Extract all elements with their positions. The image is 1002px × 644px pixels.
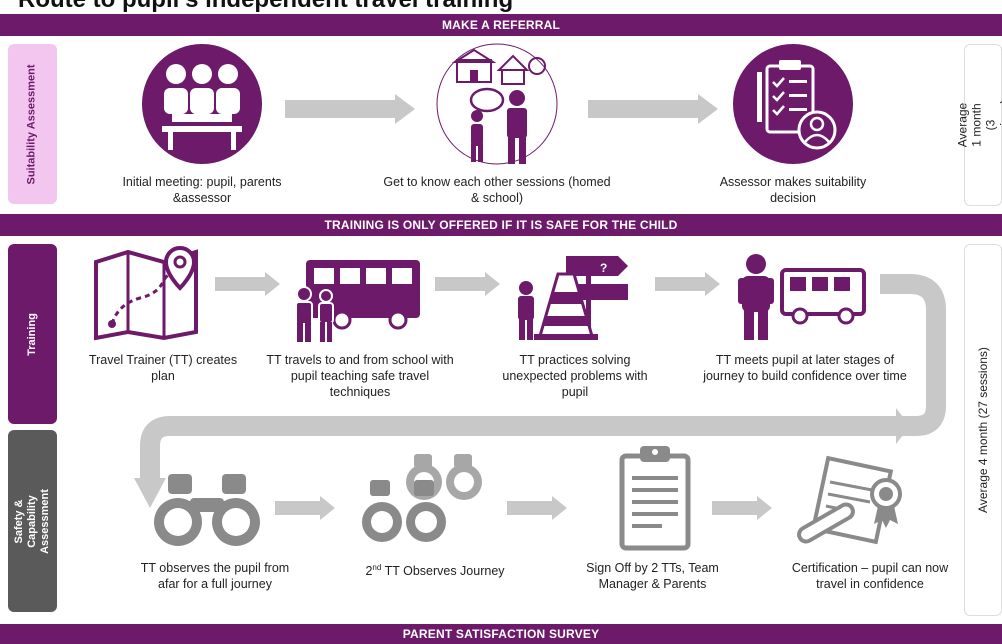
school-home-people-icon [436, 43, 558, 165]
arrow-row3-c [712, 496, 772, 520]
step-get-to-know: Get to know each other sessions (homed &… [383, 175, 611, 205]
step-suitability-decision: Assessor makes suitability decision [719, 175, 867, 205]
binoculars-icon [154, 474, 260, 546]
stage-suitability-label: Suitability Assessment [8, 44, 57, 204]
duration-first-box: Average 1 month (3 sessions) [955, 44, 1002, 206]
stage-training-label: Training [8, 244, 57, 424]
step-sign-off: Sign Off by 2 TTs, Team Manager & Parent… [586, 561, 719, 591]
stage-safety-label: Safety & Capability Assessment [8, 430, 57, 612]
step-second-number: 2 [365, 564, 373, 579]
arrow-row1-a [285, 94, 415, 124]
banner-make-referral: MAKE A REFERRAL [0, 14, 1002, 36]
stage-suitability-text: Suitability Assessment [26, 63, 38, 185]
uturn-connector-arrow [134, 274, 946, 508]
arrow-row2-b [435, 272, 500, 296]
banner-satisfaction-survey: PARENT SATISFACTION SURVEY [0, 624, 1002, 644]
step-certification: Certification – pupil can now travel in … [791, 561, 949, 591]
pupil-bus-icon [738, 254, 866, 340]
arrow-row1-b [588, 94, 718, 124]
step-second-observes: 2nd TT Observes Journey [340, 560, 530, 579]
arrow-row3-a [275, 496, 335, 520]
arrow-row3-b [507, 496, 567, 520]
signpost-cone-icon: ? [518, 256, 628, 340]
arrow-row2-c [655, 272, 720, 296]
step-observes-afar: TT observes the pupil from afar for a fu… [140, 561, 290, 591]
arrow-row2-a [215, 272, 280, 296]
meeting-icon [142, 44, 262, 164]
clipboard-signoff-icon [619, 446, 691, 551]
step-builds-confidence: TT meets pupil at later stages of journe… [703, 353, 907, 383]
step-initial-meeting: Initial meeting: pupil, parents &assesso… [122, 175, 282, 205]
banner-safety-notice: TRAINING IS ONLY OFFERED IF IT IS SAFE F… [0, 214, 1002, 236]
step-second-text: TT Observes Journey [384, 564, 505, 579]
stage-training-text: Training [26, 312, 38, 356]
assessor-checklist-icon [733, 44, 853, 164]
page-title: Route to pupil’s independent travel trai… [18, 0, 513, 14]
step-solving-problems: TT practices solving unexpected problems… [502, 353, 648, 399]
stage-safety-text: Safety & Capability Assessment [13, 488, 51, 554]
step-travels-with-pupil: TT travels to and from school with pupil… [266, 353, 454, 399]
certificate-icon [797, 455, 902, 545]
step-creates-plan: Travel Trainer (TT) creates plan [88, 353, 238, 383]
step-second-superscript: nd [372, 563, 382, 572]
duration-second-box: Average 4 month (27 sessions) [964, 244, 1002, 616]
svg-text:?: ? [600, 261, 607, 275]
duration-first-text: Average 1 month (3 sessions) [955, 99, 1002, 151]
bus-travel-icon [295, 260, 420, 342]
duration-second-text: Average 4 month (27 sessions) [976, 347, 990, 513]
map-pin-icon [94, 245, 198, 341]
two-binoculars-icon [362, 454, 482, 542]
